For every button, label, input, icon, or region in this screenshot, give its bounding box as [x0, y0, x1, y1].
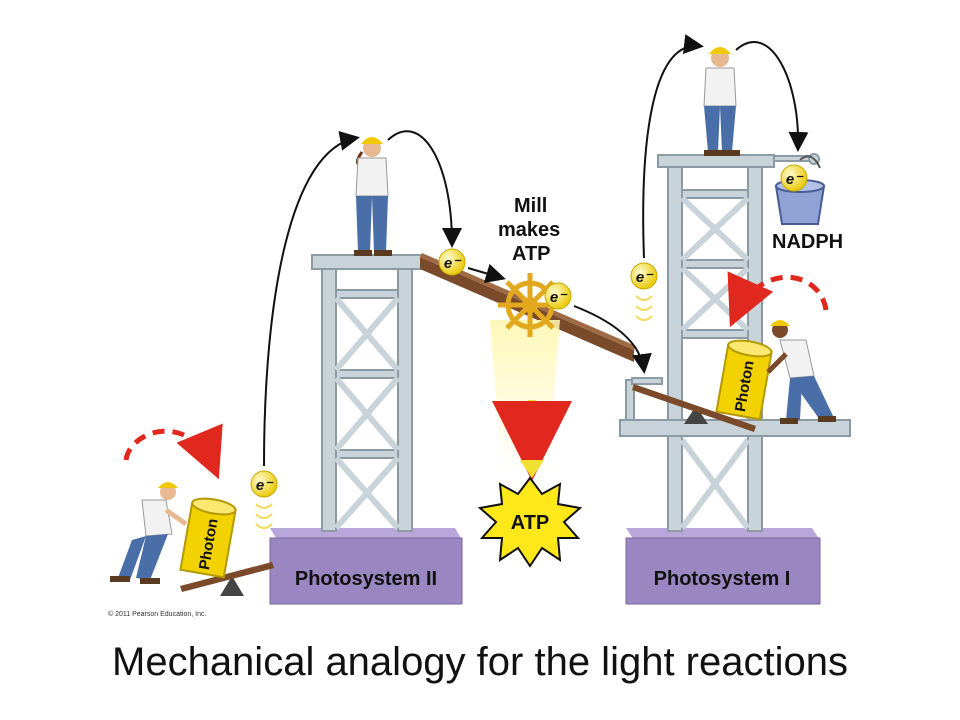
photon-cylinder-right: Photon [715, 339, 773, 421]
caption: Mechanical analogy for the light reactio… [112, 640, 848, 684]
svg-text:e⁻: e⁻ [444, 255, 462, 272]
seesaw-right [632, 384, 756, 432]
svg-text:Mill: Mill [514, 195, 547, 217]
motion-arcs-right [635, 295, 653, 321]
electron-icon: e⁻ [250, 470, 278, 498]
electron-path-arrows [263, 34, 809, 467]
copyright-text: © 2011 Pearson Education, Inc. [108, 610, 206, 618]
svg-text:ATP: ATP [512, 243, 551, 265]
light-beam [490, 320, 560, 470]
photosystem-ii-label: Photosystem II [295, 568, 437, 590]
electron-icon: e⁻ [544, 282, 572, 310]
tower-ii [311, 254, 423, 532]
svg-text:makes: makes [498, 219, 560, 241]
worker-left [110, 482, 188, 584]
photosystem-i-block: Photosystem I [625, 528, 821, 605]
worker-tower-ii [354, 137, 392, 256]
svg-text:e⁻: e⁻ [636, 269, 654, 286]
svg-text:e⁻: e⁻ [256, 477, 274, 494]
photon-cylinder-left: Photon [179, 497, 237, 579]
red-dashed-arc-right [727, 271, 829, 328]
electron-icon: e⁻ [630, 262, 658, 290]
electron-icon: e⁻ [438, 248, 466, 276]
electron-icon: e⁻ [780, 164, 808, 192]
mill-label: Mill makes ATP [498, 195, 560, 265]
svg-text:e⁻: e⁻ [550, 289, 568, 306]
svg-text:ATP: ATP [511, 512, 550, 534]
seesaw-left [180, 562, 274, 596]
photosystem-ii-block: Photosystem II [269, 528, 463, 605]
motion-arcs-left [255, 503, 273, 529]
worker-right [766, 320, 836, 424]
red-dashed-arc-left [123, 423, 223, 480]
worker-tower-i [703, 47, 740, 156]
svg-text:e⁻: e⁻ [786, 171, 804, 188]
atp-burst: ATP [477, 476, 583, 568]
photosystem-i-label: Photosystem I [654, 568, 791, 590]
beam-arrowhead [520, 460, 544, 478]
nadph-label: NADPH [772, 231, 843, 253]
